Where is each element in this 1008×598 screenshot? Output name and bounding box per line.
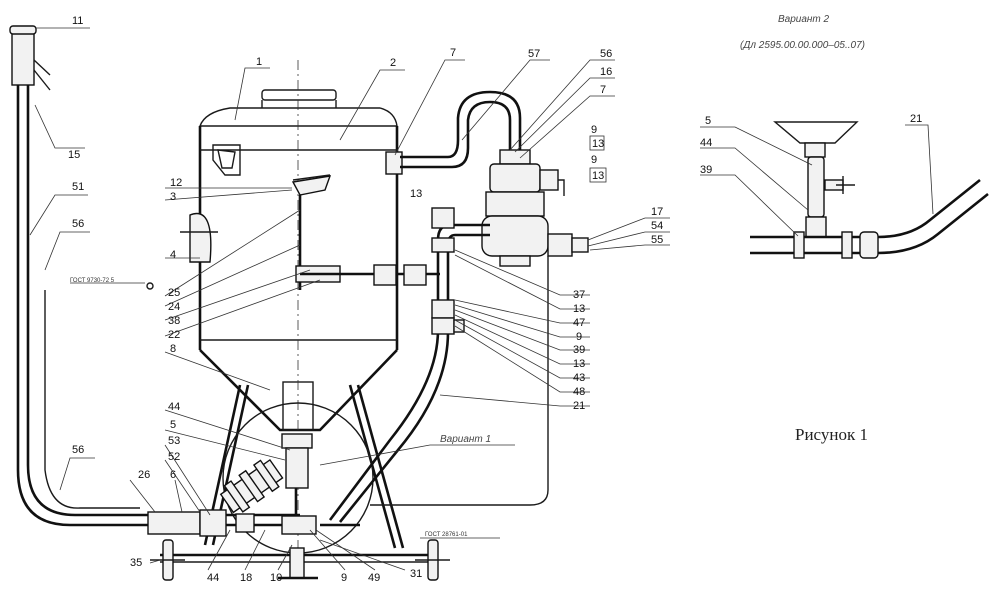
callout-8: 8: [170, 343, 176, 355]
callout-38: 38: [168, 315, 180, 327]
callout-1: 1: [256, 56, 262, 68]
callout-31: 31: [410, 568, 422, 580]
callout-44: 44: [168, 401, 180, 413]
callout-47: 47: [573, 317, 585, 329]
callout-57: 57: [528, 48, 540, 60]
callout-9: 9: [341, 572, 347, 584]
box-label: 13: [592, 138, 604, 150]
callout-numbers: 11 15 51 56 56 1 2 7 57 56 16 7 13 17 54…: [68, 15, 663, 584]
v2-callout-44: 44: [700, 137, 712, 149]
callout-18: 18: [240, 572, 252, 584]
dosing-unit: [147, 433, 360, 537]
hose-left: [9, 25, 300, 527]
box-labels: 13 9 13 9: [589, 124, 607, 183]
callout-13: 13: [573, 303, 585, 315]
gost-note-left: ГОСТ 9730-72 5: [70, 278, 115, 284]
callout-10: 10: [270, 572, 282, 584]
variant2-title: Вариант 2: [778, 14, 830, 25]
callout-12: 12: [170, 177, 182, 189]
box-label: 13: [592, 170, 604, 182]
callout-22: 22: [168, 329, 180, 341]
callout-56: 56: [72, 218, 84, 230]
callout-13: 13: [573, 358, 585, 370]
variant1-label: Вариант 1: [440, 434, 491, 445]
callout-52: 52: [168, 451, 180, 463]
callout-39: 39: [573, 344, 585, 356]
callout-16: 16: [600, 66, 612, 78]
callout-48: 48: [573, 386, 585, 398]
callout-17: 17: [651, 206, 663, 218]
callout-11: 11: [72, 15, 83, 27]
box-label: 9: [591, 124, 597, 136]
callout-51: 51: [72, 181, 84, 193]
callout-24: 24: [168, 301, 180, 313]
box-label: 9: [591, 154, 597, 166]
callout-43: 43: [573, 372, 585, 384]
callout-25: 25: [168, 287, 180, 299]
return-hose: [370, 256, 549, 506]
callout-35: 35: [130, 557, 142, 569]
variant2-subtitle: (Дл 2595.00.00.000–05..07): [740, 40, 865, 51]
callout-56: 56: [600, 48, 612, 60]
callout-7: 7: [450, 47, 456, 59]
variant2-inset: Вариант 2 (Дл 2595.00.00.000–05..07) 5 4…: [700, 14, 989, 259]
tank-body: [180, 60, 440, 560]
callout-15: 15: [68, 149, 80, 161]
wheel-left: [150, 539, 185, 581]
v2-callout-5: 5: [705, 115, 711, 127]
callout-4: 4: [170, 249, 176, 261]
upper-pipe-loop: [400, 90, 522, 169]
callout-2: 2: [390, 57, 396, 69]
callout-13: 13: [410, 188, 422, 200]
callout-7: 7: [600, 84, 606, 96]
v2-callout-21: 21: [910, 113, 922, 125]
callout-3: 3: [170, 191, 176, 203]
callout-56: 56: [72, 444, 84, 456]
callout-21: 21: [573, 400, 585, 412]
callout-49: 49: [368, 572, 380, 584]
callout-26: 26: [138, 469, 150, 481]
callout-54: 54: [651, 220, 663, 232]
v2-callout-39: 39: [700, 164, 712, 176]
right-vertical-pipe: [328, 207, 490, 523]
gost-note-bottom: ГОСТ 28761-01: [425, 532, 468, 538]
callout-55: 55: [651, 234, 663, 246]
figure-caption: Рисунок 1: [795, 425, 868, 444]
callout-9: 9: [576, 331, 582, 343]
callout-37: 37: [573, 289, 585, 301]
callout-6: 6: [170, 469, 176, 481]
callout-5: 5: [170, 419, 176, 431]
callout-53: 53: [168, 435, 180, 447]
callout-44: 44: [207, 572, 219, 584]
valve-assembly: [481, 149, 589, 267]
leader-lines: [29, 27, 670, 571]
wheel-right: [415, 539, 450, 581]
